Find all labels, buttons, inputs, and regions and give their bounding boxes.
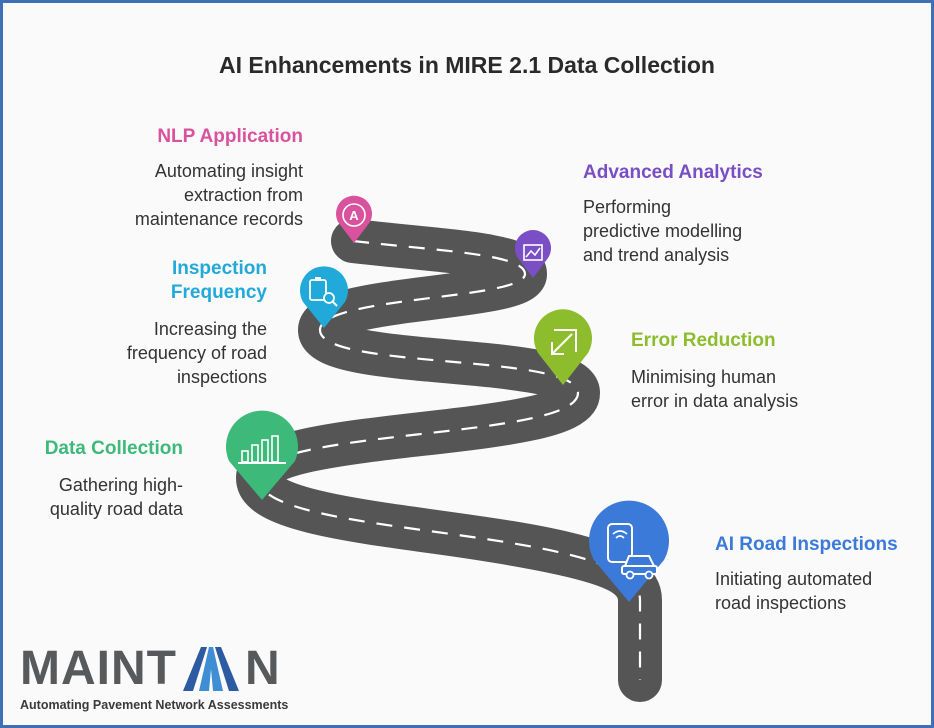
data-collection-description-line-2: quality road data xyxy=(49,499,183,519)
nlp-description-line-3: maintenance records xyxy=(134,209,303,229)
logo-word-left: MAINT xyxy=(20,642,177,695)
ai-road-inspections-block: AI Road Inspections Initiating automated… xyxy=(715,533,915,615)
shrink-arrow-icon xyxy=(551,329,577,355)
nlp-description-line-2: extraction from xyxy=(183,185,303,205)
ai-road-inspections-pin xyxy=(589,500,670,602)
ai-letter-icon: A xyxy=(342,203,366,227)
inspection-pin xyxy=(300,266,348,328)
advanced-analytics-block: Advanced Analytics Performing predictive… xyxy=(583,161,813,267)
nlp-pin: A xyxy=(336,195,372,243)
error-description-line-2: error in data analysis xyxy=(631,391,799,411)
ai-road-description-line-1: Initiating automated xyxy=(715,569,873,589)
svg-text:A: A xyxy=(349,208,359,223)
analytics-description-line-1: Performing xyxy=(583,197,672,217)
data-collection-heading: Data Collection xyxy=(44,438,183,459)
inspection-frequency-block: Inspection Frequency Increasing the freq… xyxy=(100,257,267,389)
analytics-description-line-3: and trend analysis xyxy=(583,245,730,265)
page-title: AI Enhancements in MIRE 2.1 Data Collect… xyxy=(219,52,715,78)
inspection-heading-line-2: Frequency xyxy=(170,282,267,303)
analytics-pin xyxy=(515,230,551,278)
analytics-description-line-2: predictive modelling xyxy=(583,221,743,241)
bar-chart-icon xyxy=(238,435,286,464)
error-reduction-pin xyxy=(534,309,592,385)
logo-tagline: Automating Pavement Network Assessments xyxy=(20,698,289,712)
advanced-analytics-heading: Advanced Analytics xyxy=(583,162,763,183)
nlp-description-line-1: Automating insight xyxy=(154,161,303,181)
error-reduction-block: Error Reduction Minimising human error i… xyxy=(631,329,851,413)
data-collection-pin xyxy=(226,410,298,500)
error-description-line-1: Minimising human xyxy=(631,367,777,387)
logo-road-a-icon xyxy=(182,647,239,691)
ai-road-description-line-2: road inspections xyxy=(715,593,847,613)
phone-car-icon xyxy=(607,523,658,580)
nlp-application-block: NLP Application Automating insight extra… xyxy=(90,125,303,231)
error-reduction-heading: Error Reduction xyxy=(631,330,776,351)
data-collection-description-line-1: Gathering high- xyxy=(58,475,183,495)
logo-word-right: N xyxy=(244,642,281,695)
nlp-application-heading: NLP Application xyxy=(157,126,303,147)
clipboard-search-icon xyxy=(309,277,338,307)
data-collection-block: Data Collection Gathering high- quality … xyxy=(20,437,183,521)
inspection-description-line-3: inspections xyxy=(176,367,267,387)
maintain-logo: MAINT N Automating Pavement Network Asse… xyxy=(20,642,288,712)
ai-road-inspections-heading: AI Road Inspections xyxy=(715,534,898,555)
inspection-description-line-1: Increasing the xyxy=(153,319,267,339)
logo-wordmark: MAINT N xyxy=(20,642,288,696)
inspection-description-line-2: frequency of road xyxy=(126,343,267,363)
inspection-heading-line-1: Inspection xyxy=(171,258,267,279)
line-chart-icon xyxy=(523,244,543,261)
